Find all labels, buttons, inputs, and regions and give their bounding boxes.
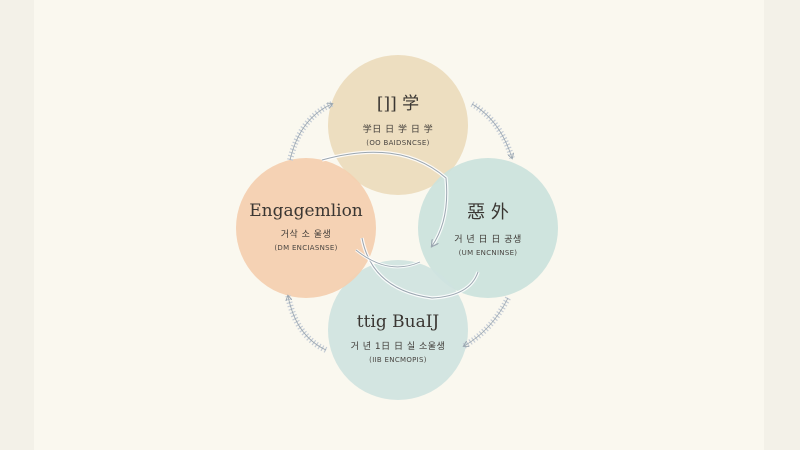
node-right: 惡 外 거 년 日 日 공생 (UM ENCNINSE): [428, 198, 548, 257]
node-top-subtitle: 学日 日 学 日 学: [362, 125, 434, 135]
node-bottom-caption: (IIB ENCMOPIS): [369, 356, 427, 364]
node-left-circle: [236, 158, 376, 298]
node-bottom: ttig BuaIJ 거 년 1日 日 실 소울생 (IIB ENCMOPIS): [333, 312, 463, 364]
node-right-circle: [418, 158, 558, 298]
node-top: []] 学 学日 日 学 日 学 (OO BAIDSNCSE): [338, 89, 458, 147]
node-top-circle: [328, 55, 468, 195]
node-bottom-title: ttig BuaIJ: [356, 312, 440, 332]
node-top-caption: (OO BAIDSNCSE): [366, 139, 430, 147]
node-left: Engagemlion 거삭 소 울생 (DM ENCIASNSE): [236, 201, 376, 252]
node-right-caption: (UM ENCNINSE): [458, 249, 518, 257]
node-bottom-circle: [328, 260, 468, 400]
node-left-subtitle: 거삭 소 울생: [280, 230, 332, 240]
node-left-title: Engagemlion: [249, 201, 363, 221]
arc-bottom-to-left: [285, 295, 328, 353]
arc-right-to-bottom: [462, 296, 511, 349]
arc-left-to-top: [287, 101, 334, 161]
node-top-title: []] 学: [376, 94, 420, 114]
node-bottom-subtitle: 거 년 1日 日 실 소울생: [350, 342, 446, 352]
node-left-caption: (DM ENCIASNSE): [274, 244, 338, 252]
node-right-subtitle: 거 년 日 日 공생: [454, 235, 522, 245]
arc-top-to-right: [470, 101, 515, 159]
node-right-title: 惡 外: [467, 202, 509, 223]
